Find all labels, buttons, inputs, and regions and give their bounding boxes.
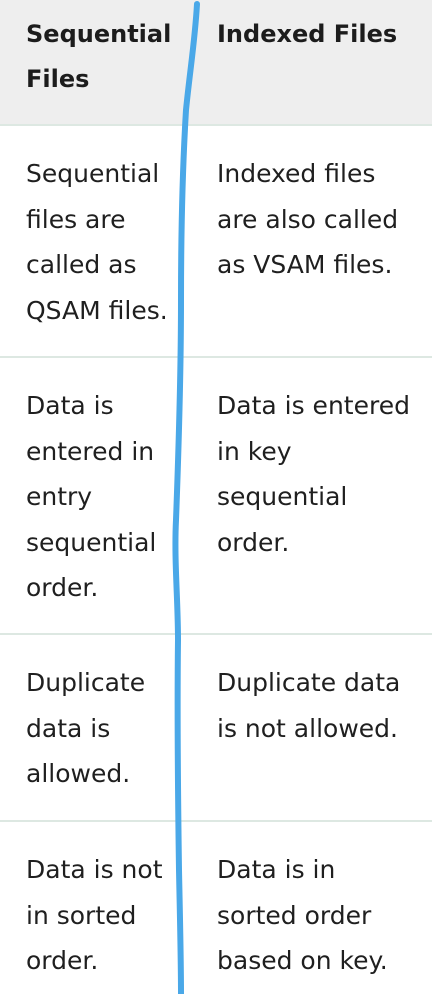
indexed-cell: Duplicate data is not allowed. [217, 668, 401, 743]
table-row: Sequential files are called as QSAM file… [0, 126, 432, 358]
sequential-cell: Data is not in sorted order. [26, 855, 163, 975]
table-header-row: Sequential Files Indexed Files [0, 0, 432, 126]
indexed-cell: Data is entered in key sequential order. [217, 391, 410, 557]
indexed-cell: Data is in sorted order based on key. [217, 855, 388, 975]
table-row: Data is not in sorted order. Data is in … [0, 822, 432, 994]
table-row: Data is entered in entry sequential orde… [0, 358, 432, 635]
header-sequential-files: Sequential Files [26, 20, 172, 93]
sequential-cell: Sequential files are called as QSAM file… [26, 159, 168, 325]
header-indexed-files: Indexed Files [217, 20, 398, 48]
sequential-cell: Data is entered in entry sequential orde… [26, 391, 157, 602]
table-row: Duplicate data is allowed. Duplicate dat… [0, 635, 432, 822]
indexed-cell: Indexed files are also called as VSAM fi… [217, 159, 399, 279]
sequential-cell: Duplicate data is allowed. [26, 668, 146, 788]
